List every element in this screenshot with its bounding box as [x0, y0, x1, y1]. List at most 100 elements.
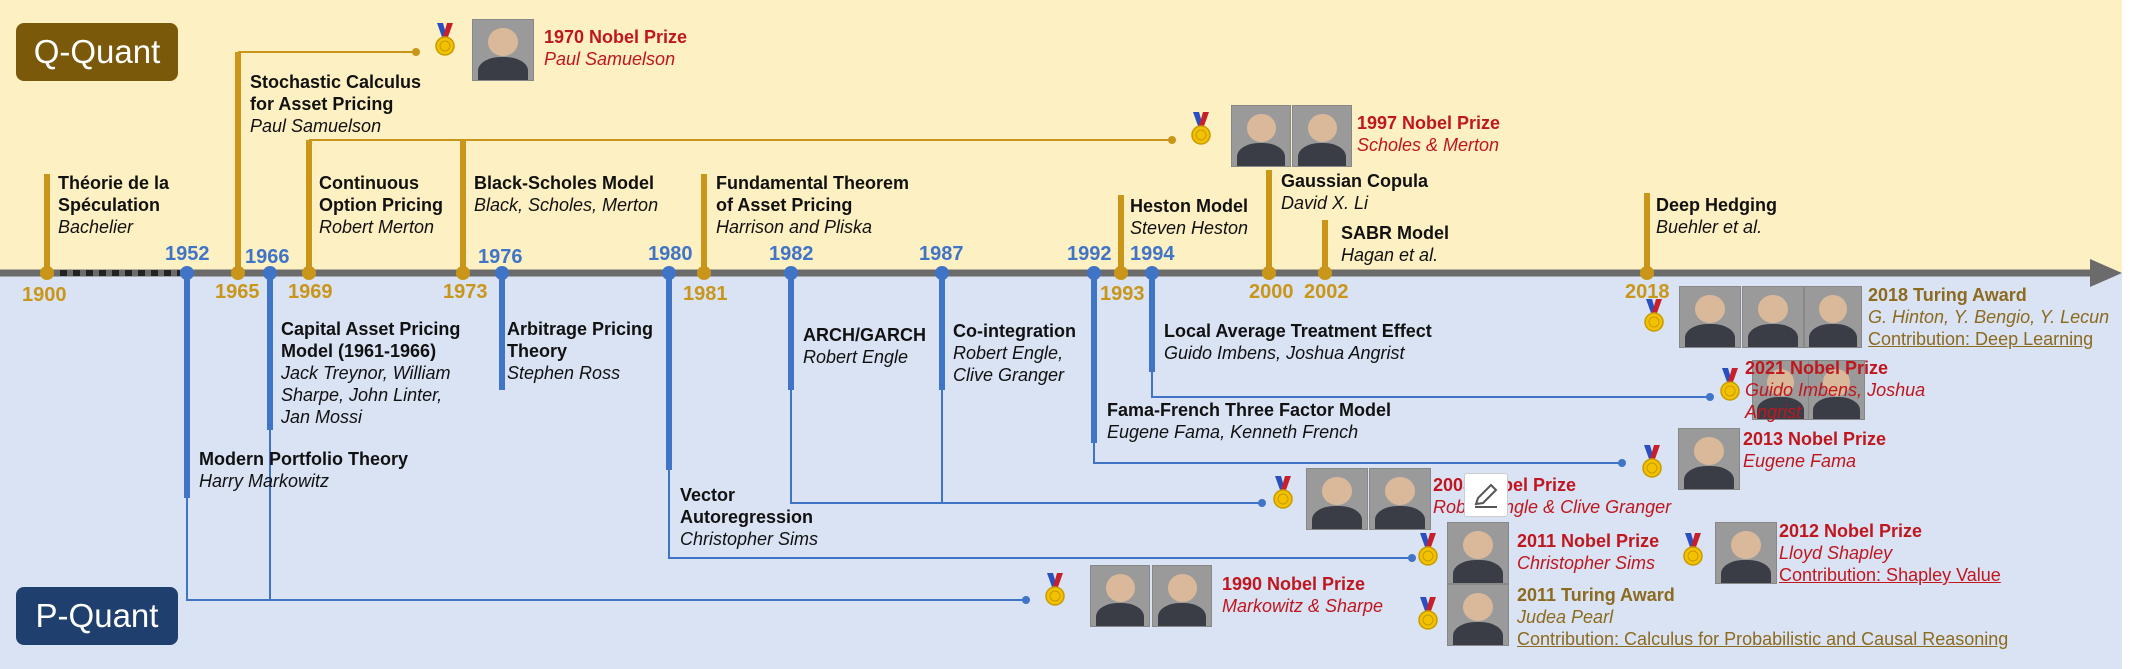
event-author: Steven Heston: [1130, 218, 1249, 238]
event-title: Fundamental Theorem: [716, 173, 910, 193]
award-laureates: Angrist: [1745, 402, 1802, 422]
award-name: 2012 Nobel Prize: [1779, 521, 1923, 541]
event-dot: [1114, 266, 1128, 280]
award-laureates: Eugene Fama: [1743, 451, 1857, 471]
connector-dot: [1022, 596, 1030, 604]
event-title: Local Average Treatment Effect: [1164, 321, 1432, 341]
connector-dot: [1258, 499, 1266, 507]
connector-dot: [412, 48, 420, 56]
award-contribution: Contribution: Shapley Value: [1779, 565, 2001, 585]
event-title: Black-Scholes Model: [474, 173, 655, 193]
event-dot: [302, 266, 316, 280]
event-author: Jack Treynor, William: [281, 363, 451, 383]
medal-icon: [435, 23, 455, 57]
award-laureates: G. Hinton, Y. Bengio, Y. Lecun: [1868, 307, 2110, 327]
laureate-photo: [1804, 286, 1862, 348]
laureate-photo: [1679, 286, 1741, 348]
q-quant-band: [0, 0, 2122, 273]
medal-icon: [1418, 533, 1438, 567]
medal-icon: [1191, 112, 1211, 146]
award-laureates: Judea Pearl: [1517, 607, 1614, 627]
medal-icon: [1045, 573, 1065, 607]
event-title: Gaussian Copula: [1281, 171, 1429, 191]
laureate-photo: [1231, 105, 1291, 167]
event-author: Buehler et al.: [1656, 217, 1763, 237]
event-title: Autoregression: [680, 507, 814, 527]
event-author: Sharpe, John Linter,: [281, 385, 443, 405]
event-title: Arbitrage Pricing: [507, 319, 654, 339]
connector-dot: [1168, 136, 1176, 144]
event-author: Robert Engle: [803, 347, 909, 367]
event-dot: [1087, 266, 1101, 280]
medal-icon: [1642, 445, 1662, 479]
award-contribution: Contribution: Calculus for Probabilistic…: [1517, 629, 2009, 649]
event-dot: [1318, 266, 1332, 280]
year-label: 1994: [1130, 243, 1175, 265]
event-author: Robert Merton: [319, 217, 435, 237]
event-title: Fama-French Three Factor Model: [1107, 400, 1392, 420]
connector-line: [186, 498, 1026, 601]
connector-line: [1151, 372, 1710, 398]
year-label: 2000: [1249, 281, 1294, 303]
event-title: Vector: [680, 485, 736, 505]
event-author: Harry Markowitz: [199, 471, 330, 491]
event-author: Guido Imbens, Joshua Angrist: [1164, 343, 1405, 363]
award-laureates: Paul Samuelson: [544, 49, 676, 69]
connector-dot: [1706, 393, 1714, 401]
medal-icon: [1720, 368, 1740, 402]
laureate-photo: [1447, 584, 1509, 646]
award-laureates: Christopher Sims: [1517, 553, 1656, 573]
laureate-photo: [1678, 428, 1740, 490]
event-dot: [935, 266, 949, 280]
award-contribution: Contribution: Deep Learning: [1868, 329, 2094, 349]
event-title: Continuous: [319, 173, 419, 193]
year-label: 1993: [1100, 283, 1145, 305]
connector-dot: [1618, 459, 1626, 467]
event-author: David X. Li: [1281, 193, 1369, 213]
event-title: SABR Model: [1341, 223, 1449, 243]
event-dot: [1262, 266, 1276, 280]
edit-pencil-icon[interactable]: [1464, 473, 1508, 517]
connector-line: [790, 390, 1262, 504]
year-label: 1900: [22, 284, 67, 306]
event-title: Heston Model: [1130, 196, 1249, 216]
connector-dot: [1408, 554, 1416, 562]
event-author: Stephen Ross: [507, 363, 621, 383]
event-title: Capital Asset Pricing: [281, 319, 461, 339]
event-title: Théorie de la: [58, 173, 170, 193]
laureate-photo: [1808, 360, 1865, 420]
medal-icon: [1273, 476, 1293, 510]
event-author: Hagan et al.: [1341, 245, 1439, 265]
event-dot: [784, 266, 798, 280]
award-name: 2018 Turing Award: [1868, 285, 2027, 305]
event-author: Paul Samuelson: [250, 116, 382, 136]
event-author: Clive Granger: [953, 365, 1065, 385]
event-author: Black, Scholes, Merton: [474, 195, 659, 215]
year-label: 1992: [1067, 243, 1112, 265]
event-dot: [180, 266, 194, 280]
award-laureates: Guido Imbens, Joshua: [1745, 380, 1926, 400]
event-title: for Asset Pricing: [250, 94, 394, 114]
event-dot: [231, 266, 245, 280]
event-title: ARCH/GARCH: [803, 325, 926, 345]
event-title: Modern Portfolio Theory: [199, 449, 408, 469]
laureate-photo: [1369, 468, 1431, 530]
award-name: 1990 Nobel Prize: [1222, 574, 1366, 594]
laureate-photo: [1090, 565, 1150, 627]
event-title: Stochastic Calculus: [250, 72, 422, 92]
